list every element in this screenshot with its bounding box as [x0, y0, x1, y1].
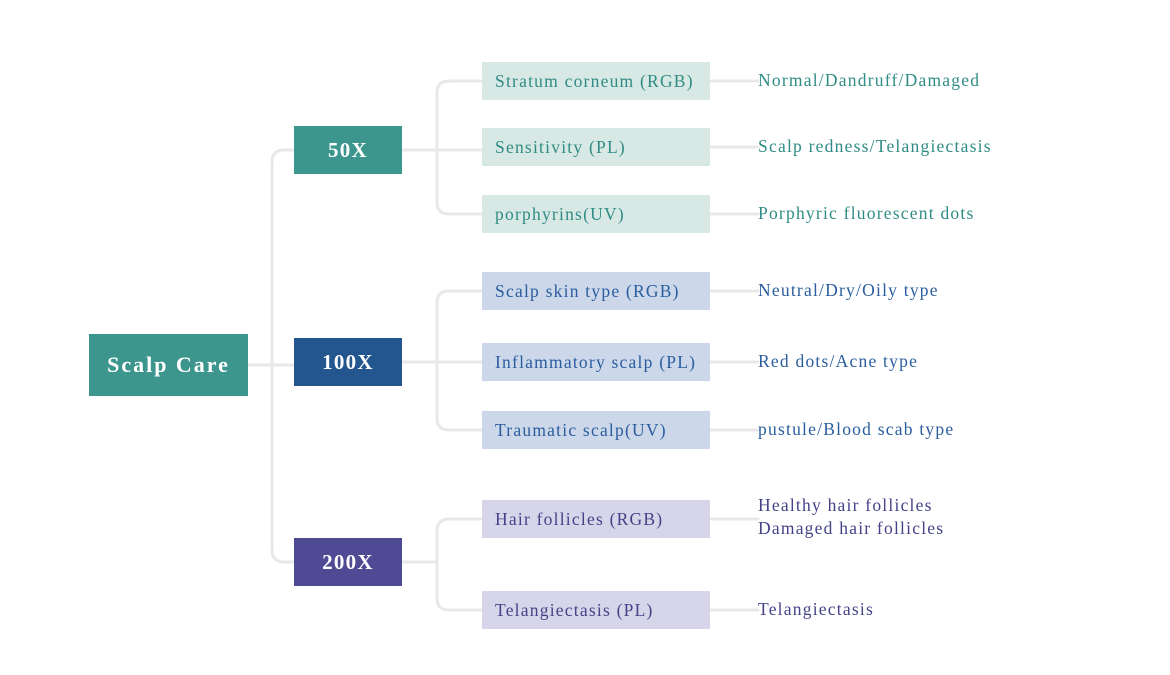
- descriptor-hair-follicles-line-1: Healthy hair follicles: [758, 495, 933, 515]
- descriptor-hair-follicles-line-2: Damaged hair follicles: [758, 518, 945, 539]
- leaf-node-scalp-skin-type[interactable]: Scalp skin type (RGB): [482, 272, 710, 310]
- leaf-node-porphyrins[interactable]: porphyrins(UV): [482, 195, 710, 233]
- descriptor-stratum-corneum: Normal/Dandruff/Damaged: [758, 70, 981, 90]
- leaf-node-traumatic-scalp[interactable]: Traumatic scalp(UV): [482, 411, 710, 449]
- leaf-node-telangiectasis[interactable]: Telangiectasis (PL): [482, 591, 710, 629]
- descriptor-traumatic-scalp: pustule/Blood scab type: [758, 419, 955, 439]
- branch-200x-1: [435, 517, 484, 564]
- trunk-to-50x: [270, 148, 296, 367]
- root-node-scalp-care[interactable]: Scalp Care: [89, 334, 248, 396]
- leaf-node-hair-follicles[interactable]: Hair follicles (RGB): [482, 500, 710, 538]
- branch-50x-1: [435, 79, 484, 152]
- level-node-50x[interactable]: 50X: [294, 126, 402, 174]
- leaf-node-inflammatory-scalp[interactable]: Inflammatory scalp (PL): [482, 343, 710, 381]
- branch-100x-1: [435, 289, 484, 364]
- trunk-to-200x: [270, 363, 296, 564]
- descriptor-inflammatory-scalp: Red dots/Acne type: [758, 351, 919, 371]
- level-node-100x[interactable]: 100X: [294, 338, 402, 386]
- leaf-node-stratum-corneum[interactable]: Stratum corneum (RGB): [482, 62, 710, 100]
- descriptor-hair-follicles: Healthy hair follicles Damaged hair foll…: [758, 494, 944, 540]
- descriptor-scalp-skin-type: Neutral/Dry/Oily type: [758, 280, 939, 300]
- level-node-200x[interactable]: 200X: [294, 538, 402, 586]
- descriptor-porphyrins: Porphyric fluorescent dots: [758, 203, 975, 223]
- leaf-node-sensitivity[interactable]: Sensitivity (PL): [482, 128, 710, 166]
- branch-100x-3: [435, 360, 484, 432]
- branch-50x-3: [435, 148, 484, 216]
- branch-200x-2: [435, 560, 484, 612]
- descriptor-sensitivity: Scalp redness/Telangiectasis: [758, 136, 992, 156]
- descriptor-telangiectasis: Telangiectasis: [758, 599, 875, 619]
